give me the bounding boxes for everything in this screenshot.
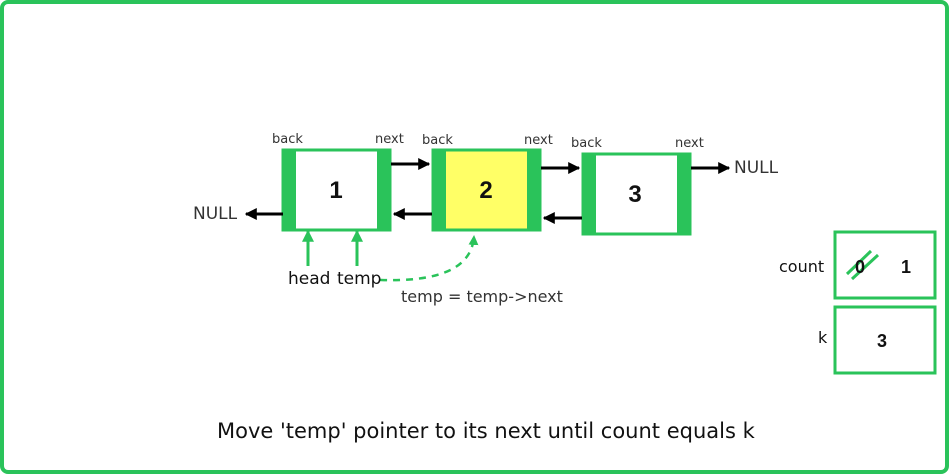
null-left-label: NULL xyxy=(193,204,238,224)
list-node-1 xyxy=(281,148,392,232)
k-label: k xyxy=(818,328,828,347)
node-3-back-field xyxy=(583,154,596,234)
list-node-3 xyxy=(581,152,692,236)
temp-move-label: temp = temp->next xyxy=(401,287,563,306)
list-node-2 xyxy=(431,148,542,232)
count-label: count xyxy=(779,257,825,276)
node-3-next-label: next xyxy=(675,136,704,151)
null-right-label: NULL xyxy=(734,158,779,178)
node-2-back-field xyxy=(433,150,446,230)
head-pointer-label: head xyxy=(288,269,331,289)
diagram-caption: Move 'temp' pointer to its next until co… xyxy=(217,419,755,443)
node-2-next-label: next xyxy=(524,133,553,148)
node-3-next-field xyxy=(677,154,690,234)
node-3-back-label: back xyxy=(571,136,602,151)
node-2-next-field xyxy=(527,150,540,230)
count-box xyxy=(833,230,937,300)
node-1-next-field xyxy=(377,150,390,230)
temp-pointer-label: temp xyxy=(337,269,382,289)
k-box xyxy=(833,305,937,375)
node-2-back-label: back xyxy=(422,133,453,148)
node-3-value: 3 xyxy=(628,181,642,208)
node-2-value: 2 xyxy=(479,177,493,204)
node-1-value: 1 xyxy=(329,177,343,204)
k-value: 3 xyxy=(877,331,888,351)
count-new-value: 1 xyxy=(901,257,912,277)
node-1-next-label: next xyxy=(375,132,404,147)
count-old-value: 0 xyxy=(855,257,866,277)
count-strikethrough xyxy=(845,249,880,281)
node-1-back-label: back xyxy=(272,132,303,147)
temp-move-arrow xyxy=(379,235,479,282)
node-1-back-field xyxy=(283,150,296,230)
